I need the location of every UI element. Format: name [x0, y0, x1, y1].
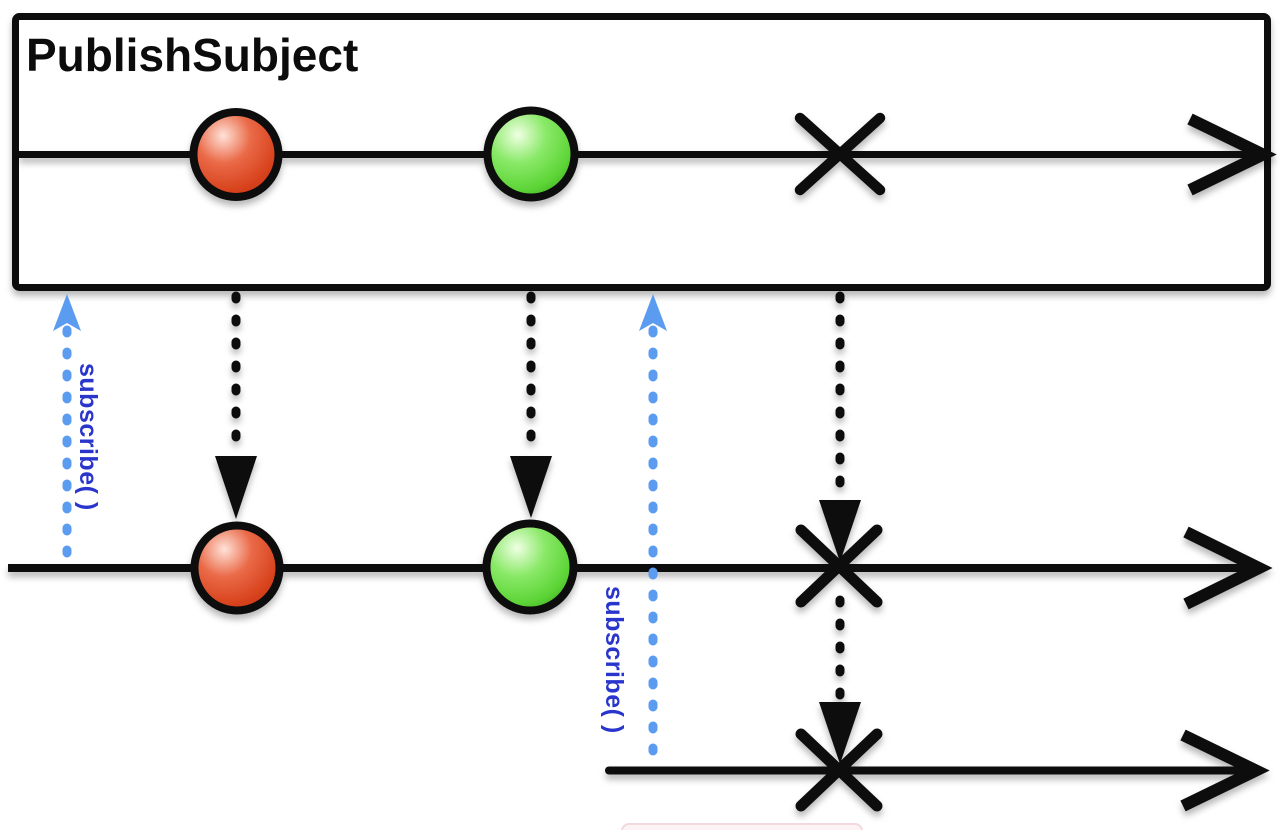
subscriber1-timeline-arrow-icon [1183, 526, 1273, 610]
source-error-x-icon [794, 112, 886, 196]
subscribe-arrow-1: subscribe( ) [53, 294, 102, 567]
emission-arrows-group [215, 291, 861, 764]
subscriber2-timeline-arrow-icon [1180, 729, 1270, 812]
emission-arrow-error-to-sub1 [819, 291, 861, 562]
subscribe-label-1: subscribe( ) [74, 363, 102, 511]
diagram-title: PublishSubject [26, 29, 358, 81]
subscribe-arrow-2: subscribe( ) [600, 294, 667, 771]
subscribe-arrowhead-icon [53, 294, 81, 331]
emission-arrowhead-icon [819, 702, 861, 764]
subscriber1-marble-red [190, 521, 284, 615]
subscriber2-timeline-group [605, 728, 1270, 812]
subscriber1-error-x-icon [795, 524, 883, 608]
subscribe-arrowhead-icon [639, 294, 667, 331]
source-timeline-arrow-icon [1187, 113, 1277, 196]
subscriber2-error-x-icon [795, 728, 883, 812]
emission-arrowhead-icon [510, 456, 552, 518]
emission-arrow-green [510, 291, 552, 518]
emission-arrowhead-icon [215, 456, 257, 519]
subscriber1-marble-green [482, 519, 578, 615]
source-marble-green [483, 106, 579, 202]
emission-arrowhead-icon [819, 500, 861, 562]
emission-arrow-error-to-sub2 [819, 595, 861, 764]
source-marble-red [189, 108, 283, 201]
emission-arrow-red [215, 291, 257, 519]
source-timeline-group [19, 106, 1277, 202]
pink-artifact [621, 823, 863, 830]
subscriber1-timeline-group [8, 519, 1273, 615]
subscribe-label-2: subscribe( ) [600, 586, 628, 734]
